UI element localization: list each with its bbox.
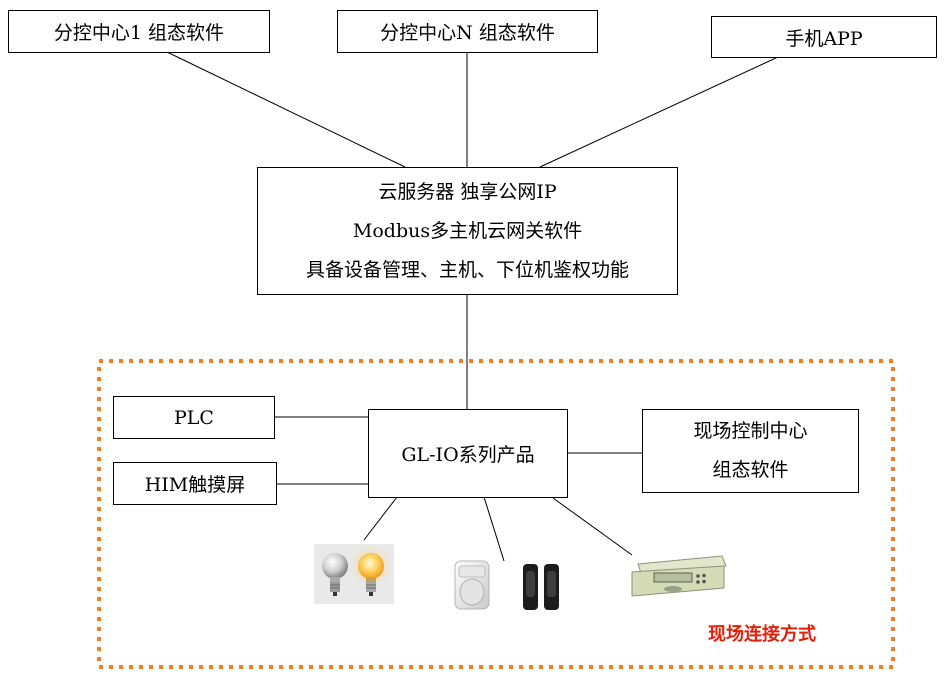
app-box: 手机APP bbox=[711, 16, 937, 58]
beam-sensor-icon bbox=[523, 564, 559, 610]
link-product-controller bbox=[552, 497, 633, 556]
center1-box: 分控中心1 组态软件 bbox=[8, 10, 270, 53]
product-box: GL-IO系列产品 bbox=[368, 409, 568, 498]
centerN-label: 分控中心N 组态软件 bbox=[380, 22, 555, 44]
cloud-line-3: 具备设备管理、主机、下位机鉴权功能 bbox=[305, 258, 629, 281]
controller-unit-icon bbox=[631, 555, 727, 597]
product-label: GL-IO系列产品 bbox=[401, 444, 535, 466]
light-bulbs-icon bbox=[314, 544, 394, 604]
app-label: 手机APP bbox=[785, 27, 863, 50]
cloud-line-2: Modbus多主机云网关软件 bbox=[352, 219, 583, 242]
site-connection-caption: 现场连接方式 bbox=[708, 624, 816, 645]
site-control-box: 现场控制中心 组态软件 bbox=[642, 409, 859, 493]
cloud-server-box: 云服务器 独享公网IP Modbus多主机云网关软件 具备设备管理、主机、下位机… bbox=[257, 167, 678, 295]
centerN-box: 分控中心N 组态软件 bbox=[337, 10, 598, 53]
hmi-label: HIM触摸屏 bbox=[144, 474, 246, 496]
control-line-2: 组态软件 bbox=[712, 459, 789, 481]
plc-label: PLC bbox=[174, 406, 214, 429]
hmi-box: HIM触摸屏 bbox=[113, 462, 277, 505]
pir-sensor-icon bbox=[454, 560, 490, 610]
control-line-1: 现场控制中心 bbox=[693, 420, 808, 442]
plc-box: PLC bbox=[113, 396, 275, 439]
center1-label: 分控中心1 组态软件 bbox=[53, 22, 225, 44]
cloud-line-1: 云服务器 独享公网IP bbox=[378, 180, 557, 203]
link-product-bulbs bbox=[363, 496, 398, 541]
link-center1-cloud bbox=[166, 51, 406, 168]
link-product-beam bbox=[483, 496, 505, 562]
link-app-cloud bbox=[539, 56, 779, 168]
